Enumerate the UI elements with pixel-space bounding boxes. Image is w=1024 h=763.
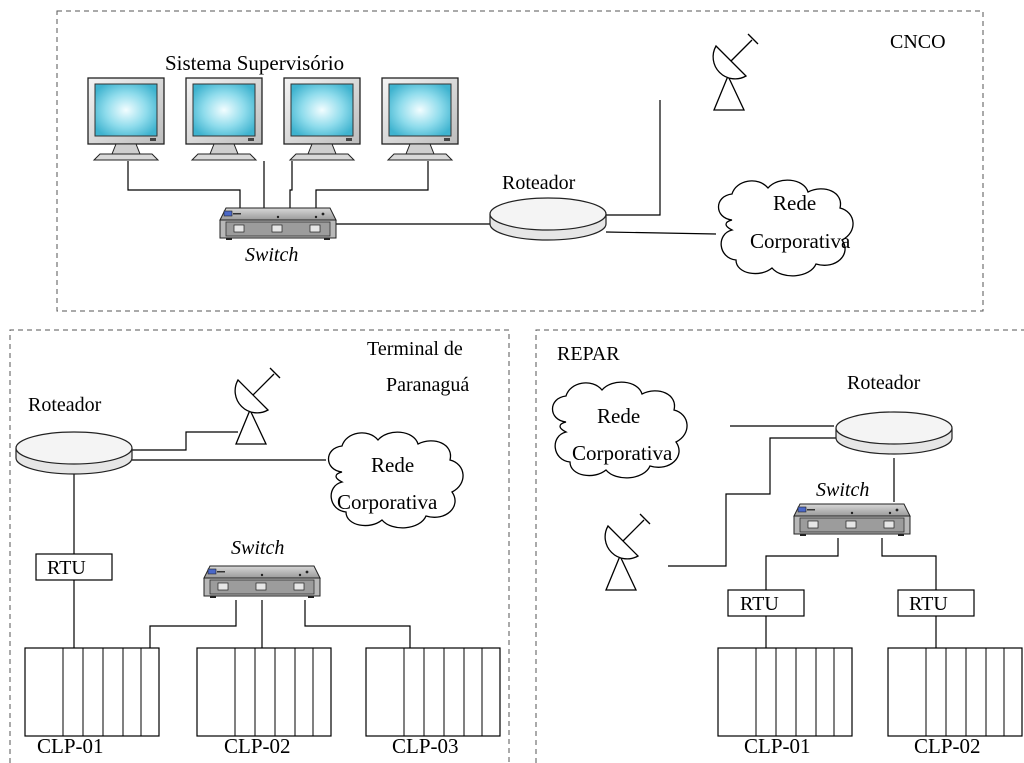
rtu-terminal-label: RTU: [47, 557, 86, 579]
wire-monitor-3: [289, 161, 293, 208]
wire-terminal-switch-plc3: [304, 600, 411, 648]
router-cnco: [489, 197, 607, 241]
monitor-3: [283, 77, 361, 161]
switch-cnco: [219, 207, 337, 241]
plc-repar-1-label: CLP-01: [744, 734, 811, 758]
plc-repar-2-label: CLP-02: [914, 734, 981, 758]
zone-cnco-label: CNCO: [890, 31, 946, 53]
plc-repar-2: [887, 647, 1023, 737]
rtu-repar-1-label: RTU: [740, 593, 779, 615]
rtu-repar-2-label: RTU: [909, 593, 948, 615]
satellite-dish-repar: [604, 513, 651, 591]
router-terminal: [15, 431, 133, 475]
supervisory-system-label: Sistema Supervisório: [165, 51, 344, 75]
router-terminal-label: Roteador: [28, 394, 102, 416]
zone-repar-label: REPAR: [557, 343, 620, 365]
cloud-repar-label-1: Rede: [597, 404, 640, 428]
monitor-1: [87, 77, 165, 161]
cloud-terminal-label-2: Corporativa: [337, 490, 438, 514]
rtu-repar-1: [727, 589, 805, 617]
wire-terminal-router-dish: [130, 431, 238, 451]
satellite-dish-terminal: [234, 367, 281, 445]
wire-monitor-1: [127, 161, 241, 208]
cloud-repar-label-2: Corporativa: [572, 441, 673, 465]
switch-terminal-label: Switch: [231, 537, 284, 559]
plc-terminal-1: [24, 647, 160, 737]
plc-terminal-1-label: CLP-01: [37, 734, 104, 758]
wire-cnco-router-cloud: [605, 231, 717, 235]
cloud-terminal-label-1: Rede: [371, 453, 414, 477]
rtu-repar-2: [897, 589, 975, 617]
monitor-2: [185, 77, 263, 161]
monitor-4: [381, 77, 459, 161]
switch-repar: [793, 503, 911, 537]
rtu-terminal: [35, 553, 113, 581]
wire-cnco-router-dish: [604, 100, 661, 216]
wire-terminal-switch-plc1: [149, 600, 237, 648]
zone-repar: [535, 329, 1024, 763]
wire-repar-router-dish: [668, 437, 836, 567]
plc-terminal-3: [365, 647, 501, 737]
cloud-cnco-label-1: Rede: [773, 191, 816, 215]
wire-repar-switch-rtu2: [881, 538, 937, 590]
wire-monitor-4: [315, 161, 429, 208]
wire-repar-switch-rtu1: [765, 538, 839, 590]
zone-terminal: [9, 329, 510, 763]
router-repar-label: Roteador: [847, 372, 921, 394]
switch-repar-label: Switch: [816, 479, 869, 501]
zone-terminal-label-1: Terminal de: [367, 338, 463, 360]
plc-repar-1: [717, 647, 853, 737]
plc-terminal-2: [196, 647, 332, 737]
cloud-cnco-label-2: Corporativa: [750, 229, 851, 253]
switch-cnco-label: Switch: [245, 244, 298, 266]
plc-terminal-2-label: CLP-02: [224, 734, 291, 758]
satellite-dish-cnco: [712, 33, 759, 111]
zone-terminal-label-2: Paranaguá: [386, 374, 469, 396]
router-cnco-label: Roteador: [502, 172, 576, 194]
plc-terminal-3-label: CLP-03: [392, 734, 459, 758]
zone-cnco: [56, 10, 984, 312]
switch-terminal: [203, 565, 321, 599]
router-repar: [835, 411, 953, 455]
